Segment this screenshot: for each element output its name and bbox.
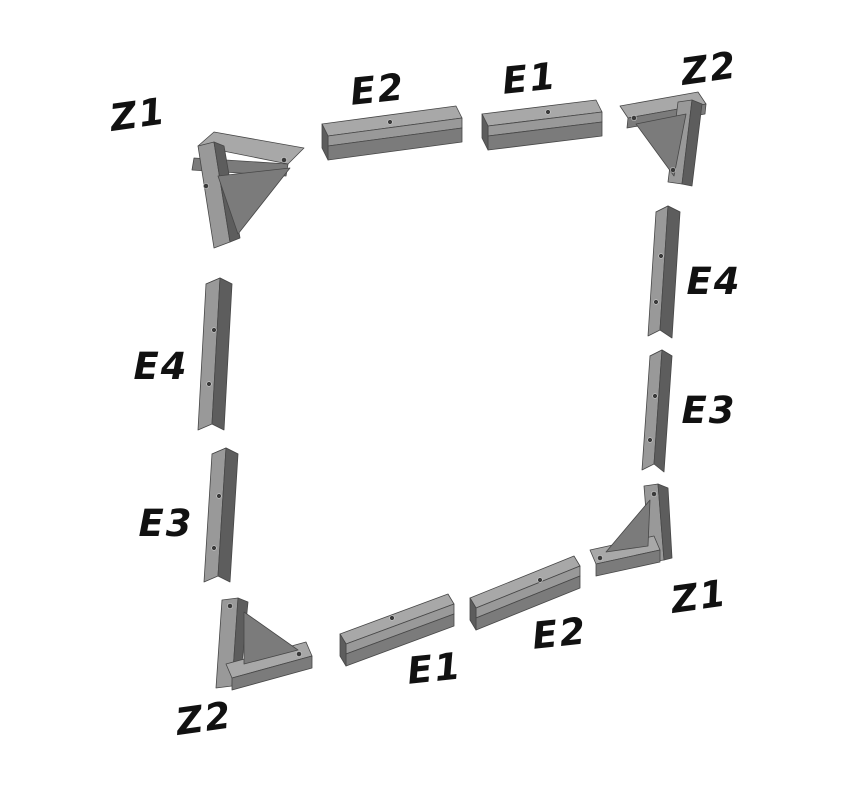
screw-hole (387, 119, 393, 125)
screw-hole (670, 167, 676, 173)
label-e2-top: E2 (348, 65, 407, 114)
screw-hole (227, 603, 233, 609)
bracket-web (635, 113, 687, 177)
rail-end-cap (481, 113, 489, 151)
rail-e2-bottom (469, 555, 581, 631)
screw-hole (651, 491, 657, 497)
rail-e4-left (197, 277, 233, 431)
rail-right-face (653, 349, 673, 473)
screw-hole (647, 437, 653, 443)
corner-bracket-z2-top-right (619, 91, 707, 187)
screw-hole (545, 109, 551, 115)
rail-e3-right (641, 349, 673, 473)
rail-e2-top (321, 105, 463, 161)
screw-hole (211, 327, 217, 333)
bracket-column-right-face (681, 99, 703, 187)
screw-hole (296, 651, 302, 657)
label-z2-top-right: Z2 (677, 43, 740, 94)
screw-hole (389, 615, 395, 621)
rail-end-cap (469, 597, 477, 631)
screw-hole (653, 299, 659, 305)
bracket-flange-front-face (595, 549, 661, 577)
rail-right-face (211, 277, 233, 431)
bracket-web (605, 499, 651, 553)
rail-e1-bottom (339, 593, 455, 667)
screw-hole (216, 493, 222, 499)
corner-bracket-z1-top-left (191, 131, 305, 249)
screw-hole (658, 253, 664, 259)
label-e4-right: E4 (686, 260, 741, 303)
screw-hole (597, 555, 603, 561)
screw-hole (631, 115, 637, 121)
label-z1-top-left: Z1 (106, 89, 169, 140)
rail-e4-right (647, 205, 681, 339)
label-e1-bottom: E1 (405, 644, 464, 693)
bracket-flange-front-face (231, 655, 313, 691)
rail-right-face (217, 447, 239, 583)
label-z1-bottom-right: Z1 (667, 571, 730, 622)
rail-e3-left (203, 447, 239, 583)
bracket-web (217, 167, 291, 235)
screw-hole (203, 183, 209, 189)
label-e1-top: E1 (500, 54, 559, 103)
label-z2-bottom-left: Z2 (172, 693, 235, 744)
label-e3-right: E3 (681, 389, 736, 432)
screw-hole (652, 393, 658, 399)
bracket-flange-top-face (197, 131, 305, 165)
bracket-column-right-face (657, 483, 673, 561)
rail-right-face (659, 205, 681, 339)
screw-hole (211, 545, 217, 551)
screw-hole (206, 381, 212, 387)
label-e4-left: E4 (133, 345, 188, 388)
label-e3-left: E3 (138, 502, 193, 545)
rail-e1-top (481, 99, 603, 151)
label-e2-bottom: E2 (530, 609, 589, 658)
bracket-web (243, 611, 299, 665)
rail-end-cap (321, 123, 329, 161)
rail-end-cap (339, 633, 347, 667)
corner-bracket-z1-bottom-right (589, 483, 673, 577)
screw-hole (281, 157, 287, 163)
screw-hole (537, 577, 543, 583)
corner-bracket-z2-bottom-left (215, 597, 313, 691)
